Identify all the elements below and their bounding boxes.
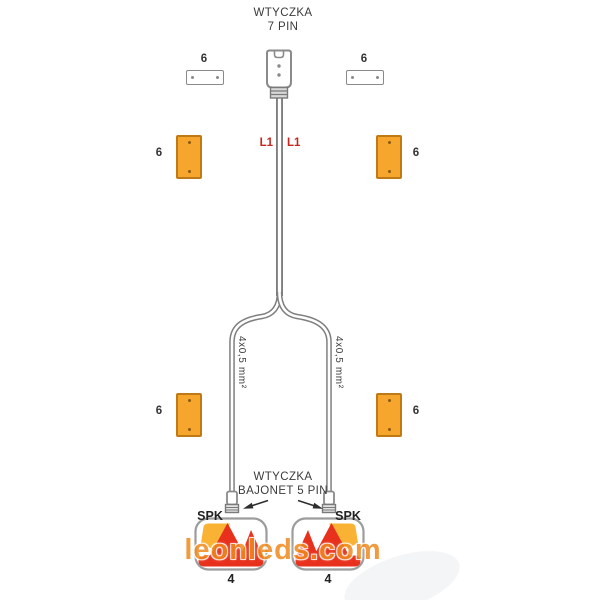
side-marker-bottom-left-icon: [176, 393, 202, 437]
mount-hole-icon: [351, 76, 354, 79]
mount-hole-icon: [191, 76, 194, 79]
mount-hole-icon: [187, 141, 191, 144]
side-marker-top-left-icon: [176, 135, 202, 179]
plate-light-left-icon: [186, 70, 224, 85]
mount-hole-icon: [387, 399, 391, 402]
bayonet-connector-left-icon: [224, 490, 240, 514]
arrow-to-left-connector-icon: [243, 499, 269, 509]
mount-hole-icon: [187, 170, 191, 173]
mount-hole-icon: [216, 76, 219, 79]
wire-label-l1-left: L1: [259, 137, 273, 149]
tail-lamp-right-icon: [291, 517, 365, 571]
cable-spec-right: 4x0,5 mm²: [333, 336, 344, 389]
plate-light-left-ref: 6: [200, 53, 208, 65]
left-branch-cable: [229, 291, 283, 492]
right-branch-cable: [276, 291, 332, 492]
mount-hole-icon: [376, 76, 379, 79]
watermark-text: leonleds.com: [184, 534, 382, 566]
top-plug-title: WTYCZKA 7 PIN: [213, 7, 353, 34]
top-plug-title-line1: WTYCZKA: [253, 7, 313, 19]
bayonet-connector-right-icon: [321, 490, 337, 514]
bottom-plug-title-line1: WTYCZKA: [253, 471, 313, 483]
wire-label-l1-right: L1: [287, 137, 301, 149]
mount-hole-icon: [187, 399, 191, 402]
tail-lamp-left-icon: [194, 517, 268, 571]
bottom-plug-title: WTYCZKA BAJONET 5 PIN: [213, 471, 353, 498]
spk-label-right: SPK: [335, 509, 361, 523]
mount-hole-icon: [387, 428, 391, 431]
mount-hole-icon: [387, 141, 391, 144]
top-plug-title-line2: 7 PIN: [267, 20, 299, 33]
tail-lamp-right-ref: 4: [324, 572, 332, 586]
cable-spec-left: 4x0,5 mm²: [236, 336, 247, 389]
plate-light-right-ref: 6: [360, 53, 368, 65]
mount-hole-icon: [387, 170, 391, 173]
tail-lamp-left-ref: 4: [227, 572, 235, 586]
side-marker-bottom-right-icon: [376, 393, 402, 437]
side-marker-bottom-right-ref: 6: [412, 405, 420, 417]
bottom-plug-title-line2: BAJONET 5 PIN: [238, 484, 328, 497]
plug-7pin-icon: [266, 49, 292, 99]
spk-label-left: SPK: [197, 509, 223, 523]
side-marker-bottom-left-ref: 6: [155, 405, 163, 417]
side-marker-top-right-icon: [376, 135, 402, 179]
side-marker-top-right-ref: 6: [412, 147, 420, 159]
side-marker-top-left-ref: 6: [155, 147, 163, 159]
arrow-to-right-connector-icon: [297, 499, 323, 509]
plate-light-right-icon: [346, 70, 384, 85]
mount-hole-icon: [187, 428, 191, 431]
